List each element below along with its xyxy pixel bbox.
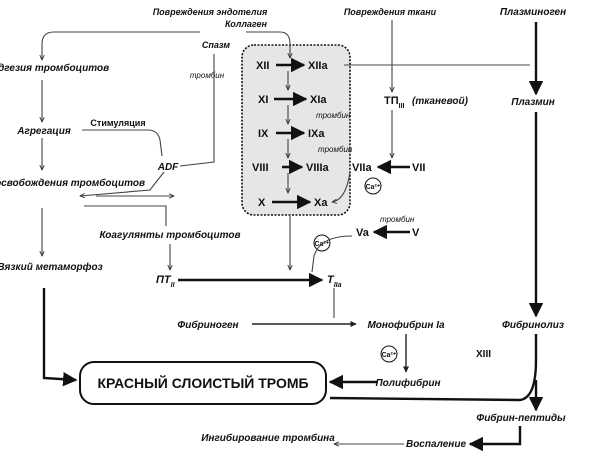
fibrin-peptides-label: Фибрин-пептиды <box>476 412 566 424</box>
thrombin-inhibition-label: Ингибирование тромбина <box>201 432 335 444</box>
factor-tiii-main: TП <box>384 95 399 107</box>
collagen-label: Коллаген <box>225 19 267 29</box>
factor-viiia: VIIIa <box>306 162 330 174</box>
factor-tiii: TПIII <box>384 95 405 110</box>
plasminogen-label: Плазминоген <box>500 7 566 18</box>
factor-va: Va <box>356 227 370 239</box>
thrombin-label-spasm: тромбин <box>190 71 225 80</box>
factor-pt-main: ПТ <box>156 274 172 286</box>
factor-pt: ПТII <box>156 274 176 289</box>
platelet-coagulants-label: Коагулянты тромбоцитов <box>99 229 240 241</box>
factor-xia: XIa <box>310 94 327 106</box>
arrow-fibrinolysis-peptides <box>329 334 538 402</box>
monofibrin-label: Монофибрин Ia <box>367 319 445 331</box>
arrow-release-coagulants <box>84 205 167 226</box>
plasmin-label: Плазмин <box>511 97 555 108</box>
factor-v: V <box>412 227 420 239</box>
ca-circle-2 <box>313 234 331 252</box>
factor-pt-sub: II <box>171 282 176 289</box>
thrombin-label-ix: тромбин <box>318 145 353 154</box>
factor-xiii: XIII <box>476 349 491 360</box>
arrow-viia-xa <box>332 171 351 202</box>
factor-tiii-sub: III <box>399 103 405 110</box>
red-thrombus-box <box>79 361 327 405</box>
tissue-damage-label: Повреждения ткани <box>344 7 437 17</box>
adf-label: ADF <box>157 162 179 173</box>
arrow-peptides-inflammation <box>468 426 522 452</box>
factor-ix: IX <box>258 128 269 140</box>
arrow-metamorphosis-thrombus <box>42 288 78 387</box>
aggregation-label: Агрегация <box>16 126 71 137</box>
arrow-stimulation <box>82 129 163 157</box>
factor-xii: XII <box>256 60 269 72</box>
fibrinogen-label: Фибриноген <box>177 319 238 331</box>
ca-circle-3 <box>380 345 398 363</box>
arrow-adf-release <box>80 171 165 196</box>
tissue-suffix-label: (тканевой) <box>412 96 469 107</box>
factor-viia: VIIa <box>352 162 372 174</box>
arrow-collagen-to-adhesion <box>42 31 200 60</box>
factor-viii: VIII <box>252 162 269 174</box>
factor-x: X <box>258 197 266 209</box>
platelet-adhesion-label: Адгезия тромбоцитов <box>0 62 109 74</box>
thrombin-label-xi: тромбин <box>316 111 351 120</box>
thrombin-inhibition-line: Ингибирование тромбина <box>201 432 335 444</box>
factor-ixa: IXa <box>308 128 325 140</box>
polyfibrin-label: Полифибрин <box>375 377 440 389</box>
viscous-metamorphosis-label: Вязкий метаморфоз <box>0 261 103 273</box>
red-thrombus-label: КРАСНЫЙ СЛОИСТЫЙ ТРОМБ <box>97 374 308 391</box>
arrow-va-to-t <box>311 235 353 273</box>
spasm-label: Спазм <box>202 40 230 50</box>
endothelium-damage-label: Повреждения эндотелия <box>153 7 268 17</box>
line-spasm <box>179 54 215 167</box>
arrow-collagen-to-xii <box>246 31 290 58</box>
thrombin-label-va: тромбин <box>380 215 415 224</box>
inflammation-label: Воспаление <box>406 439 466 450</box>
factor-xi: XI <box>258 94 268 106</box>
stimulation-label: Стимуляция <box>90 118 145 128</box>
ca-label-3: Ca²⁺ <box>382 352 397 359</box>
factor-vii: VII <box>412 162 425 174</box>
factor-t: TIIa <box>327 274 342 289</box>
fibrinolysis-label: Фибринолиз <box>502 319 564 331</box>
ca-circle-1 <box>364 177 382 195</box>
factor-t-main: T <box>327 274 335 286</box>
release-reaction-label: Реакция освобождения тромбоцитов <box>0 177 145 189</box>
platelet-adhesion-line: Адгезия тромбоцитов <box>0 62 109 74</box>
factor-xa: Xa <box>314 197 328 209</box>
factor-t-sub: IIa <box>334 282 342 289</box>
ca-label-1: Ca²⁺ <box>366 184 381 191</box>
factor-xiia: XIIa <box>308 60 328 72</box>
